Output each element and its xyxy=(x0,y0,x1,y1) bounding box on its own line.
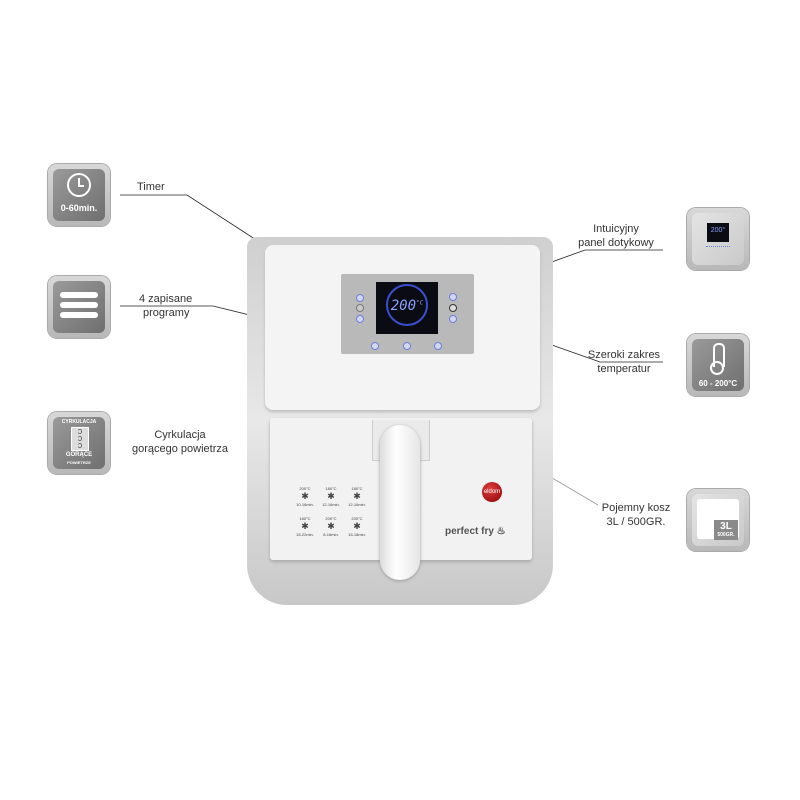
model-name: perfect fry ♨ xyxy=(445,526,506,537)
basket-label-line1: Pojemny kosz xyxy=(601,502,671,514)
touch-panel-icon: 200° xyxy=(692,213,744,265)
program-guide-item: 180°C✱12-16min. xyxy=(346,486,368,507)
clock-icon xyxy=(67,173,91,197)
start-button[interactable] xyxy=(434,342,442,350)
program-guide-item: 200°C✱10-16min. xyxy=(294,486,316,507)
program-temp: 200°C xyxy=(299,486,311,491)
circulation-icon-sub-text: POWIETRZE xyxy=(67,460,91,465)
program-guide-item: 180°C✱15-22min. xyxy=(294,516,316,537)
program-guide-item: 200°C✱15-18min. xyxy=(346,516,368,537)
food-icon: ✱ xyxy=(301,491,309,501)
touch-panel-icon-text: 200° xyxy=(710,227,726,234)
circulation-icon-bottom-text: GORĄCE xyxy=(65,452,93,458)
program-temp: 180°C xyxy=(299,516,311,521)
circulation-label-line2: gorącego powietrza xyxy=(132,443,229,455)
basket-handle[interactable] xyxy=(380,425,420,580)
food-icon: ✱ xyxy=(353,491,361,501)
program-time: 15-22min. xyxy=(296,532,314,537)
temp-minus-button[interactable] xyxy=(449,315,457,323)
touch-panel-label-line2: panel dotykowy xyxy=(578,237,654,249)
circulation-label-line1: Cyrkulacja xyxy=(154,429,206,441)
temp-plus-button[interactable] xyxy=(449,293,457,301)
circulation-label: Cyrkulacja gorącego powietrza xyxy=(132,428,228,456)
display-temperature: 200°C xyxy=(390,298,424,314)
programs-label: 4 zapisane programy xyxy=(139,292,192,320)
food-icon: ✱ xyxy=(353,521,361,531)
food-icon: ✱ xyxy=(327,491,335,501)
program-time: 8-16min. xyxy=(323,532,339,537)
temperature-label: Szeroki zakres temperatur xyxy=(582,348,666,376)
timer-feature-icon: 0-60min. xyxy=(48,164,110,226)
circulation-icon-top-text: CYRKULACJA xyxy=(61,419,97,425)
thermometer-icon xyxy=(713,343,725,367)
touch-panel-feature-icon: 200° xyxy=(687,208,749,270)
basket-feature-icon: 3L 500GR. xyxy=(687,489,749,551)
timer-range-text: 0-60min. xyxy=(60,203,98,213)
basket-weight-text: 500GR. xyxy=(717,532,735,538)
food-icon: ✱ xyxy=(301,521,309,531)
timer-label: Timer xyxy=(137,181,165,193)
program-time: 12-16min. xyxy=(348,502,366,507)
food-icon: ✱ xyxy=(327,521,335,531)
program-temp: 200°C xyxy=(351,516,363,521)
programs-label-line2: programy xyxy=(143,307,190,319)
basket-label-line2: 3L / 500GR. xyxy=(606,516,666,528)
timer-icon-button[interactable] xyxy=(356,304,364,312)
program-time: 10-16min. xyxy=(296,502,314,507)
touch-panel-label: Intuicyjny panel dotykowy xyxy=(567,222,665,250)
program-time: 15-18min. xyxy=(348,532,366,537)
program-temp: 180°C xyxy=(351,486,363,491)
basket-capacity-text: 3L xyxy=(720,521,732,532)
program-temp: 180°C xyxy=(325,486,337,491)
programs-feature-icon xyxy=(48,276,110,338)
timer-plus-button[interactable] xyxy=(356,294,364,302)
timer-minus-button[interactable] xyxy=(356,315,364,323)
basket-label: Pojemny kosz 3L / 500GR. xyxy=(598,501,674,529)
power-button[interactable] xyxy=(403,342,411,350)
program-guide-item: 200°C✱8-16min. xyxy=(320,516,342,537)
temperature-range-text: 60 - 200°C xyxy=(698,379,738,388)
brand-logo: eldom xyxy=(482,482,502,502)
temperature-label-line2: temperatur xyxy=(597,363,651,375)
temp-icon-button[interactable] xyxy=(449,304,457,312)
program-guide-item: 180°C✱12-16min. xyxy=(320,486,342,507)
temperature-feature-icon: 60 - 200°C xyxy=(687,334,749,396)
program-temp: 200°C xyxy=(325,516,337,521)
program-guide: 200°C✱10-16min.180°C✱12-16min.180°C✱12-1… xyxy=(294,486,374,546)
program-button[interactable] xyxy=(371,342,379,350)
programs-label-line1: 4 zapisane xyxy=(139,293,193,305)
touch-panel-label-line1: Intuicyjny xyxy=(593,223,639,235)
temperature-label-line1: Szeroki zakres xyxy=(587,349,661,361)
menu-icon xyxy=(53,281,105,333)
lcd-ring xyxy=(386,284,428,326)
program-time: 12-16min. xyxy=(322,502,340,507)
